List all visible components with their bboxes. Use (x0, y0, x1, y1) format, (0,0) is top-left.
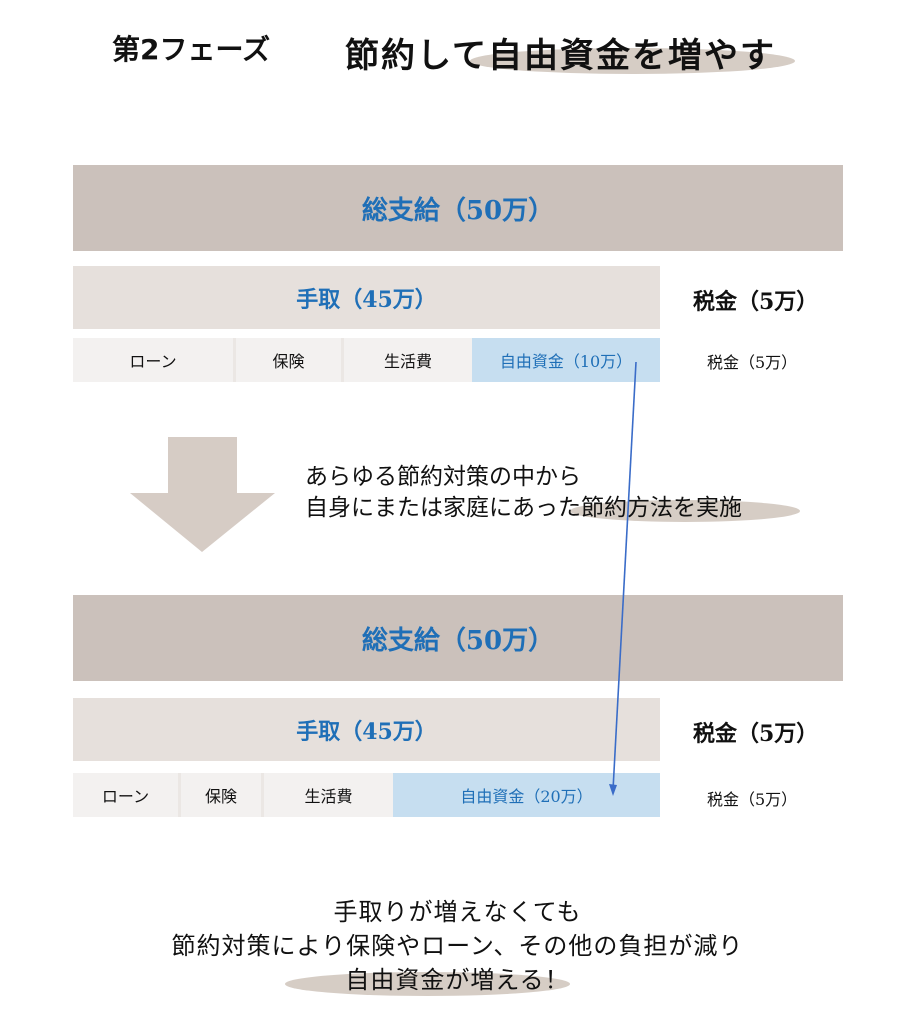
summary-line1: 手取りが増えなくても (333, 898, 582, 926)
segment-loan: ローン (73, 773, 181, 817)
segment-tax-after: 税金（5万） (707, 790, 798, 809)
segment-loan: ローン (73, 338, 236, 382)
segment-living-expenses: 生活費 (304, 787, 353, 806)
method-text-line1: あらゆる節約対策の中から (305, 464, 581, 490)
segment-insurance: 保険 (236, 338, 344, 382)
title-highlight (470, 48, 795, 74)
tax-label-after: 税金（5万） (693, 721, 819, 747)
method-text-line2: 自身にまたは家庭にあった節約方法を実施 (305, 495, 742, 521)
total-salary-bar-after: 総支給（50万） (73, 595, 843, 681)
total-salary-bar-before: 総支給（50万） (73, 165, 843, 251)
summary-line3: 自由資金が増える！ (345, 966, 570, 994)
segment-insurance: 保険 (181, 773, 264, 817)
segment-tax-before: 税金（5万） (707, 353, 798, 372)
breakdown-row-after: ローン 保険 生活費 自由資金（20万） (73, 773, 660, 817)
phase-label: 第2フェーズ (112, 33, 271, 66)
segment-free-fund: 自由資金（10万） (472, 338, 660, 382)
down-arrow-icon (130, 437, 275, 552)
summary-line2: 節約対策により保険やローン、その他の負担が減り (171, 932, 744, 960)
take-home-bar-before: 手取（45万） (73, 266, 660, 329)
segment-free-fund: 自由資金（20万） (393, 773, 660, 817)
tax-label-before: 税金（5万） (693, 289, 819, 315)
summary-highlight (285, 972, 570, 996)
page-title: 節約して自由資金を増やす (345, 36, 776, 76)
take-home-bar-after: 手取（45万） (73, 698, 660, 761)
segment-living-expenses: 生活費 (383, 352, 432, 371)
breakdown-row-before: ローン 保険 生活費 自由資金（10万） (73, 338, 660, 382)
